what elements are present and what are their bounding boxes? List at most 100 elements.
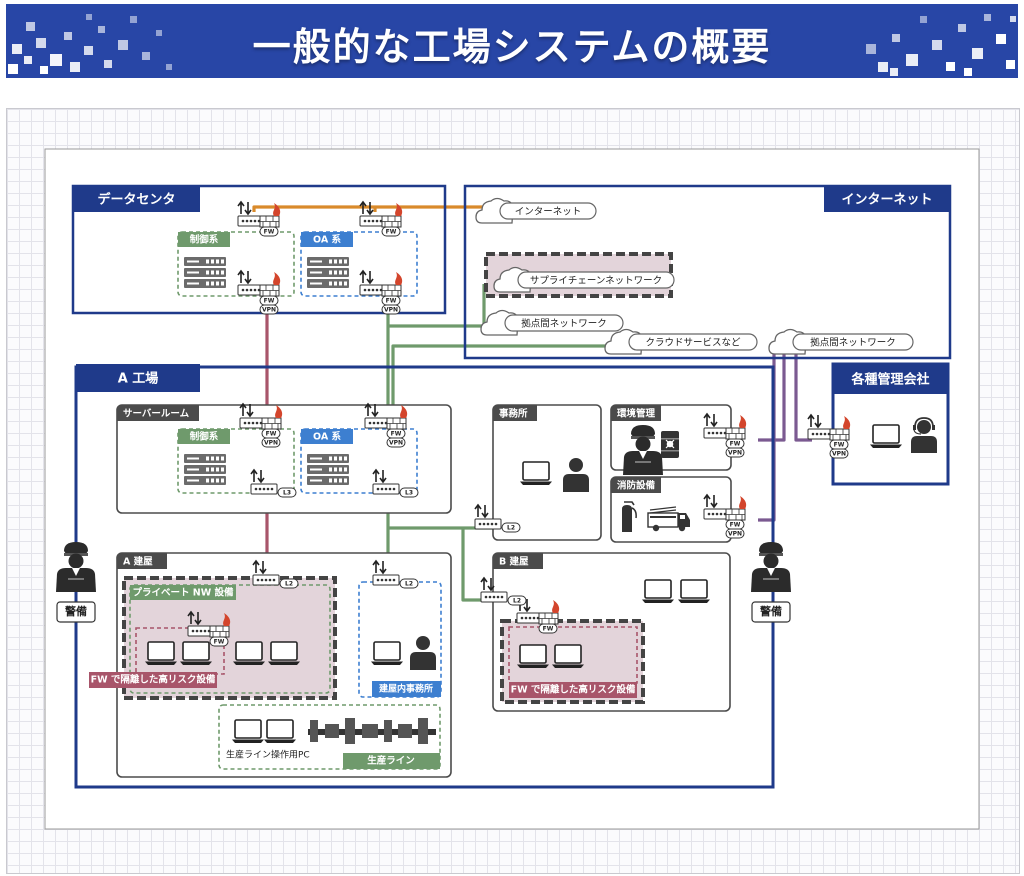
- sr-oa-fw-fw-tag: FW: [391, 431, 402, 438]
- zone-office-label: 事務所: [499, 408, 528, 420]
- laptop-icon: [677, 579, 711, 604]
- laptop-icon: [551, 644, 585, 669]
- laptop-icon: [263, 719, 297, 744]
- page-title: 一般的な工場システムの概要: [252, 25, 772, 69]
- dc-control-vpn-vpn-tag: VPN: [262, 307, 276, 314]
- label-high-risk-a: FW で隔離した高リスク設備: [91, 674, 216, 686]
- cloud-base-network-2: 拠点間ネットワーク: [810, 337, 896, 349]
- zone-office-label-bg: [493, 405, 537, 421]
- cloud-cloud-services-pill: [628, 333, 758, 351]
- segment-sr-control: [177, 428, 295, 494]
- header-decoration: [8, 14, 1016, 76]
- laptop-icon: [144, 641, 178, 666]
- zone-mgmt-company-label-bg: [833, 364, 948, 394]
- sr-control-fw-fw-tag: FW: [266, 431, 277, 438]
- laptop-icon: [641, 579, 675, 604]
- sr-control-fw-vpn-tag: VPN: [264, 440, 278, 447]
- cloud-base-network-1-pill: [504, 314, 624, 332]
- zone-env-mgmt-label-bg: [611, 405, 661, 421]
- fire-fw-vpn-tag: VPN: [728, 531, 742, 538]
- laptop-icon: [869, 424, 903, 449]
- cloud-base-network-2-pill: [792, 333, 914, 351]
- sr-oa-l3-tag-bg: [399, 487, 419, 498]
- segment-dc-oa-label-bg: [301, 232, 353, 247]
- laptop-icon: [516, 644, 550, 669]
- sr-oa-l3-tag: L3: [405, 490, 413, 497]
- zone-mgmt-company-label: 各種管理会社: [850, 372, 929, 388]
- guard-right-label-box: [751, 601, 791, 623]
- server-sr-oa: [307, 454, 349, 485]
- laptop-icon: [267, 641, 301, 666]
- segment-dc-oa-label: OA 系: [313, 234, 341, 246]
- dc-oa-fw-fw-tag: FW: [386, 229, 397, 236]
- guard-left-label: 警備: [64, 604, 87, 618]
- cloud-supply-chain: サプライチェーンネットワーク: [530, 276, 662, 287]
- label-high-risk-b-bg: [509, 682, 637, 698]
- guard-right-label: 警備: [759, 604, 782, 618]
- dc-control-vpn-fw-tag: FW: [264, 298, 275, 305]
- segment-private-nw-label-bg: [130, 585, 236, 600]
- zone-factory-a-label-bg: [76, 364, 200, 392]
- cloud-cloud-services: クラウドサービスなど: [645, 338, 741, 349]
- zone-datacenter: [71, 184, 447, 315]
- laptop-icon: [231, 719, 265, 744]
- laptop-icon: [232, 641, 266, 666]
- zone-internet: [463, 184, 952, 360]
- bldg-a-oa-l2-tag-bg: [399, 578, 419, 589]
- bldg-a-l2-tag: L2: [285, 581, 293, 588]
- zone-server-room-label: サーバールーム: [123, 408, 190, 420]
- office-l2-tag: L2: [507, 525, 515, 532]
- segment-dc-control: [177, 231, 295, 297]
- dc-control-vpn-vpn-tag-bg: [259, 304, 279, 315]
- laptop-icon: [370, 641, 404, 666]
- label-line-pc: 生産ライン操作用PC: [226, 749, 310, 761]
- cloud-supply-chain-pill: [517, 271, 675, 289]
- laptop-icon: [179, 641, 213, 666]
- sr-control-l3-tag-bg: [277, 487, 297, 498]
- segment-sr-oa: [300, 428, 418, 494]
- env-fw-fw-tag: FW: [730, 441, 741, 448]
- segment-production-line: [218, 704, 441, 770]
- fire-fw-fw-tag: FW: [730, 522, 741, 529]
- hazard-drum-icon: [660, 430, 680, 459]
- zone-bldg-b-label: B 建屋: [499, 556, 529, 568]
- segment-sr-control-label: 制御系: [190, 431, 219, 443]
- mgmt-fw-fw-tag: FW: [834, 442, 845, 449]
- private-fw-fw-tag-bg: [209, 636, 229, 647]
- zone-fire-label: 消防設備: [617, 480, 656, 492]
- zone-internet-label: インターネット: [841, 193, 932, 208]
- cloud-internet: インターネット: [515, 207, 582, 218]
- bldg-b-l2-tag-bg: [507, 595, 527, 606]
- dc-oa-vpn-fw-tag: FW: [386, 298, 397, 305]
- dc-oa-vpn-vpn-tag: VPN: [384, 307, 398, 314]
- cloud-base-network-1: 拠点間ネットワーク: [521, 318, 607, 330]
- label-high-risk-b: FW で隔離した高リスク設備: [511, 684, 636, 696]
- segment-sr-control-label-bg: [178, 429, 230, 444]
- bldg-b-fw-fw-tag-bg: [538, 623, 558, 634]
- sr-control-fw-vpn-tag-bg: [261, 437, 281, 448]
- sr-oa-fw-vpn-tag: VPN: [389, 440, 403, 447]
- bldg-b-fw-fw-tag: FW: [543, 626, 554, 633]
- zone-datacenter-label: データセンタ: [97, 192, 175, 208]
- segment-sr-oa-label: OA 系: [313, 431, 341, 443]
- office-l2-tag-bg: [501, 522, 521, 533]
- dc-oa-vpn-vpn-tag-bg: [381, 304, 401, 315]
- link-to-cloud: [391, 344, 610, 412]
- mgmt-fw-vpn-tag-bg: [829, 448, 849, 459]
- segment-sr-oa-label-bg: [301, 429, 353, 444]
- fire-fw-vpn-tag-bg: [725, 528, 745, 539]
- segment-dc-control-label: 制御系: [190, 234, 219, 246]
- dc-control-fw-fw-tag: FW: [264, 229, 275, 236]
- segment-dc-oa: [300, 231, 418, 297]
- laptop-icon: [519, 461, 553, 486]
- sr-control-l3-tag: L3: [283, 490, 291, 497]
- zone-env-mgmt-label: 環境管理: [617, 408, 656, 420]
- link-base-to-mgmt: [794, 348, 812, 442]
- zone-server-room-label-bg: [117, 405, 199, 421]
- server-dc-oa: [307, 257, 349, 288]
- label-bldg-office: 建屋内事務所: [379, 683, 433, 695]
- zone-bldg-a-label-bg: [117, 553, 167, 569]
- zone-bldg-a-label: A 建屋: [123, 556, 153, 568]
